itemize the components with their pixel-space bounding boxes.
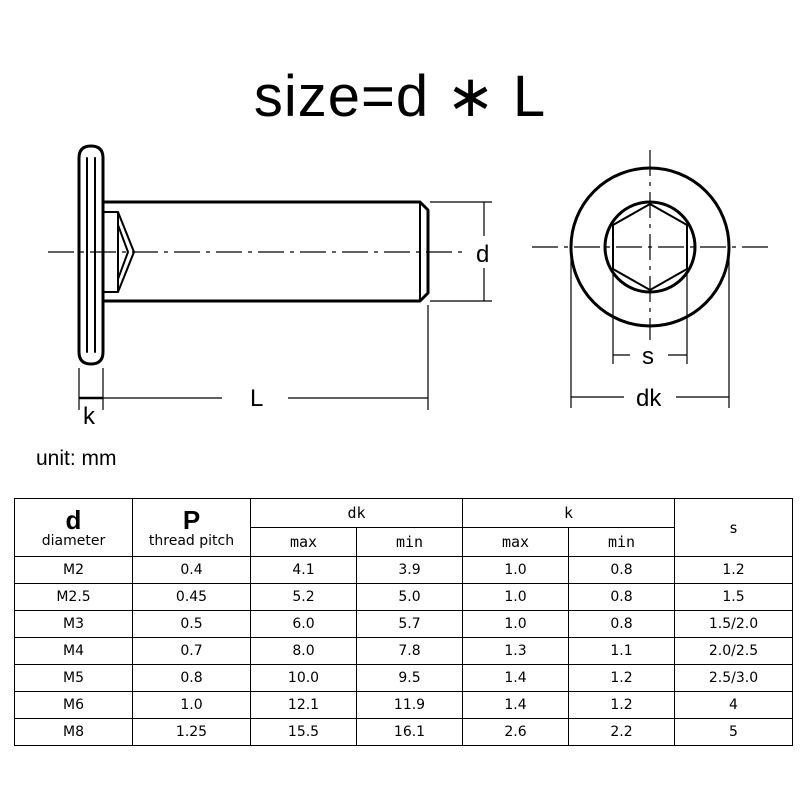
- header-p: P thread pitch: [132, 498, 251, 557]
- page-title: size=d ∗ L: [253, 64, 547, 129]
- cell-k-max: 1.4: [462, 664, 569, 692]
- cell-p: 0.8: [132, 664, 251, 692]
- header-dk: dk: [250, 498, 463, 528]
- cell-s: 1.2: [674, 556, 793, 584]
- label-dk: dk: [636, 385, 662, 412]
- label-d: d: [476, 241, 489, 268]
- cell-p: 0.7: [132, 637, 251, 665]
- cell-p: 0.4: [132, 556, 251, 584]
- header-s: s: [674, 498, 793, 557]
- label-L: L: [250, 385, 263, 412]
- cell-s: 1.5: [674, 583, 793, 611]
- cell-dk-min: 16.1: [356, 718, 463, 746]
- cell-p: 1.0: [132, 691, 251, 719]
- cell-k-min: 2.2: [568, 718, 675, 746]
- head-recess: [86, 157, 96, 353]
- unit-label: unit: mm: [36, 447, 117, 470]
- cell-p: 0.5: [132, 610, 251, 638]
- label-s: s: [642, 343, 654, 370]
- screw-drawing: d L k s dk: [48, 144, 770, 430]
- cell-k-min: 0.8: [568, 610, 675, 638]
- cell-dk-max: 15.5: [250, 718, 357, 746]
- table-row: M2.5 0.45 5.2 5.0 1.0 0.8 1.5: [14, 583, 793, 611]
- cell-k-max: 2.6: [462, 718, 569, 746]
- header-d-desc: diameter: [41, 532, 106, 549]
- header-d: d diameter: [14, 498, 133, 557]
- header-d-symbol: d: [65, 504, 82, 535]
- header-p-desc: thread pitch: [148, 532, 235, 549]
- cell-k-max: 1.0: [462, 583, 569, 611]
- cell-dk-min: 5.0: [356, 583, 463, 611]
- cell-d: M2.5: [14, 583, 133, 611]
- spec-table: d diameter P thread pitch dk k s max min…: [14, 498, 793, 746]
- cell-k-min: 1.2: [568, 691, 675, 719]
- header-k-min: min: [568, 527, 675, 557]
- header-dk-min: min: [356, 527, 463, 557]
- cell-k-min: 1.2: [568, 664, 675, 692]
- cell-dk-min: 9.5: [356, 664, 463, 692]
- header-k-max: max: [462, 527, 569, 557]
- cell-s: 4: [674, 691, 793, 719]
- cell-dk-min: 3.9: [356, 556, 463, 584]
- cell-dk-max: 8.0: [250, 637, 357, 665]
- cell-s: 5: [674, 718, 793, 746]
- cell-d: M3: [14, 610, 133, 638]
- table-row: M4 0.7 8.0 7.8 1.3 1.1 2.0/2.5: [14, 637, 793, 665]
- label-k: k: [83, 403, 96, 430]
- table-row: M6 1.0 12.1 11.9 1.4 1.2 4: [14, 691, 793, 719]
- table-row: M8 1.25 15.5 16.1 2.6 2.2 5: [14, 718, 793, 746]
- cell-dk-max: 12.1: [250, 691, 357, 719]
- cell-k-min: 0.8: [568, 556, 675, 584]
- cell-d: M8: [14, 718, 133, 746]
- cell-dk-max: 5.2: [250, 583, 357, 611]
- cell-dk-min: 5.7: [356, 610, 463, 638]
- cell-s: 1.5/2.0: [674, 610, 793, 638]
- cell-k-max: 1.3: [462, 637, 569, 665]
- header-k: k: [462, 498, 675, 528]
- cell-d: M4: [14, 637, 133, 665]
- cell-k-min: 1.1: [568, 637, 675, 665]
- cell-s: 2.0/2.5: [674, 637, 793, 665]
- cell-d: M5: [14, 664, 133, 692]
- cell-d: M6: [14, 691, 133, 719]
- cell-k-min: 0.8: [568, 583, 675, 611]
- header-dk-max: max: [250, 527, 357, 557]
- table-row: M5 0.8 10.0 9.5 1.4 1.2 2.5/3.0: [14, 664, 793, 692]
- table-row: M3 0.5 6.0 5.7 1.0 0.8 1.5/2.0: [14, 610, 793, 638]
- screw-head: [77, 144, 105, 366]
- cell-dk-max: 10.0: [250, 664, 357, 692]
- cell-k-max: 1.4: [462, 691, 569, 719]
- cell-k-max: 1.0: [462, 610, 569, 638]
- cell-dk-min: 11.9: [356, 691, 463, 719]
- cell-dk-min: 7.8: [356, 637, 463, 665]
- cell-p: 0.45: [132, 583, 251, 611]
- cell-d: M2: [14, 556, 133, 584]
- table-row: M2 0.4 4.1 3.9 1.0 0.8 1.2: [14, 556, 793, 584]
- socket-cone: [117, 224, 129, 280]
- cell-k-max: 1.0: [462, 556, 569, 584]
- cell-dk-max: 6.0: [250, 610, 357, 638]
- header-p-symbol: P: [182, 504, 201, 535]
- cell-s: 2.5/3.0: [674, 664, 793, 692]
- cell-p: 1.25: [132, 718, 251, 746]
- cell-dk-max: 4.1: [250, 556, 357, 584]
